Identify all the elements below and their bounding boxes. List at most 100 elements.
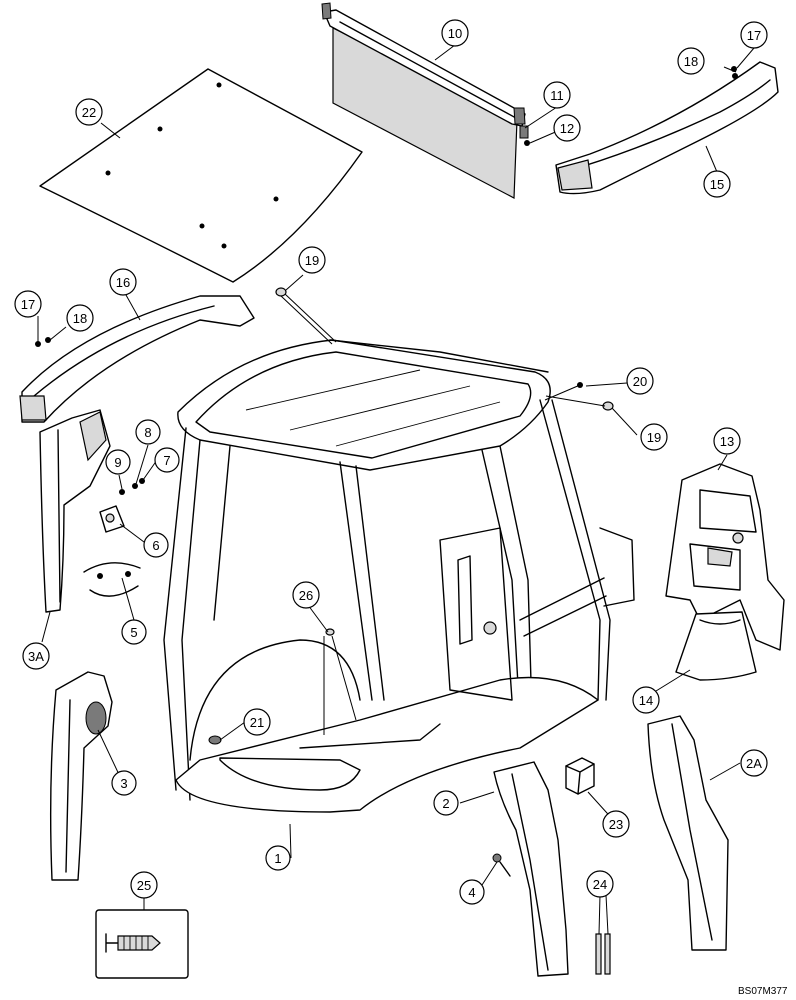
callout-label: 5 [130,625,137,640]
callout-circle [553,114,581,142]
callout-19: 19 [298,246,326,274]
callout-circle [703,170,731,198]
callout-label: 17 [21,297,35,312]
callout-label: 8 [144,425,151,440]
callout-26: 26 [292,581,320,609]
callout-label: 25 [137,878,151,893]
callout-circle [586,870,614,898]
callout-13: 13 [713,427,741,455]
cab-frame [163,339,635,813]
callout-label: 9 [114,455,121,470]
callout-label: 12 [560,121,574,136]
callout-label: 3 [120,776,127,791]
left-pillar-trim-upper [39,409,111,613]
callout-label: 4 [468,885,475,900]
callout-14: 14 [632,686,660,714]
callout-23: 23 [602,810,630,838]
callout-circle [602,810,630,838]
callout-circle [105,449,131,475]
fasteners-group [83,478,145,597]
callout-label: 14 [639,693,653,708]
sun-visor [321,2,526,199]
callout-18: 18 [66,304,94,332]
callout-circle [154,447,180,473]
callout-label: 7 [163,453,170,468]
callout-circle [626,367,654,395]
callout-8: 8 [135,419,161,445]
callout-circle [111,770,137,796]
callout-circle [121,619,147,645]
callout-17: 17 [740,21,768,49]
callout-6: 6 [143,532,169,558]
callout-label: 18 [684,54,698,69]
callout-circle [243,708,271,736]
callout-2A: 2A [740,749,768,777]
callout-circle [677,47,705,75]
callout-circle [740,21,768,49]
callout-3: 3 [111,770,137,796]
callout-circle [632,686,660,714]
callout-16: 16 [109,268,137,296]
callout-label: 18 [73,311,87,326]
callout-label: 21 [250,715,264,730]
callout-label: 10 [448,26,462,41]
callouts: 122A33A456789101112131415161717181819192… [14,19,768,905]
callout-label: 3A [28,649,44,664]
callout-label: 2A [746,756,762,771]
callout-label: 24 [593,877,607,892]
callout-circle [433,790,459,816]
callout-circle [135,419,161,445]
callout-circle [441,19,469,47]
callout-label: 16 [116,275,130,290]
callout-25: 25 [130,871,158,899]
callout-circle [14,290,42,318]
callout-label: 19 [305,253,319,268]
callout-circle [640,423,668,451]
callout-circle [713,427,741,455]
callout-24: 24 [586,870,614,898]
callout-22: 22 [75,98,103,126]
callout-circle [109,268,137,296]
callout-circle [130,871,158,899]
callout-10: 10 [441,19,469,47]
right-pillar-trim-rear [647,715,729,951]
trim-strips [595,933,611,975]
callout-circle [543,81,571,109]
callout-label: 15 [710,177,724,192]
callout-label: 20 [633,374,647,389]
reference-code: BS07M377 [738,986,788,997]
callout-11: 11 [543,81,571,109]
push-rivet-inset [95,909,189,979]
callout-label: 17 [747,28,761,43]
left-handrail [19,295,255,423]
callout-18: 18 [677,47,705,75]
callout-circle [75,98,103,126]
callout-17: 17 [14,290,42,318]
callout-21: 21 [243,708,271,736]
callout-circle [265,845,291,871]
callout-2: 2 [433,790,459,816]
callout-label: 11 [550,88,564,103]
callout-circle [22,642,50,670]
right-pillar-trim-front [493,761,569,977]
callout-1: 1 [265,845,291,871]
foam-block [565,757,595,795]
callout-circle [298,246,326,274]
callout-label: 13 [720,434,734,449]
callout-circle [66,304,94,332]
callout-circle [292,581,320,609]
callout-20: 20 [626,367,654,395]
callout-3A: 3A [22,642,50,670]
callout-label: 23 [609,817,623,832]
callout-circle [740,749,768,777]
callout-circle [143,532,169,558]
callout-label: 22 [82,105,96,120]
cover-boot [675,611,757,681]
callout-circle [459,879,485,905]
headliner-panel [39,68,363,283]
callout-9: 9 [105,449,131,475]
callout-7: 7 [154,447,180,473]
leader-lines [37,44,755,935]
